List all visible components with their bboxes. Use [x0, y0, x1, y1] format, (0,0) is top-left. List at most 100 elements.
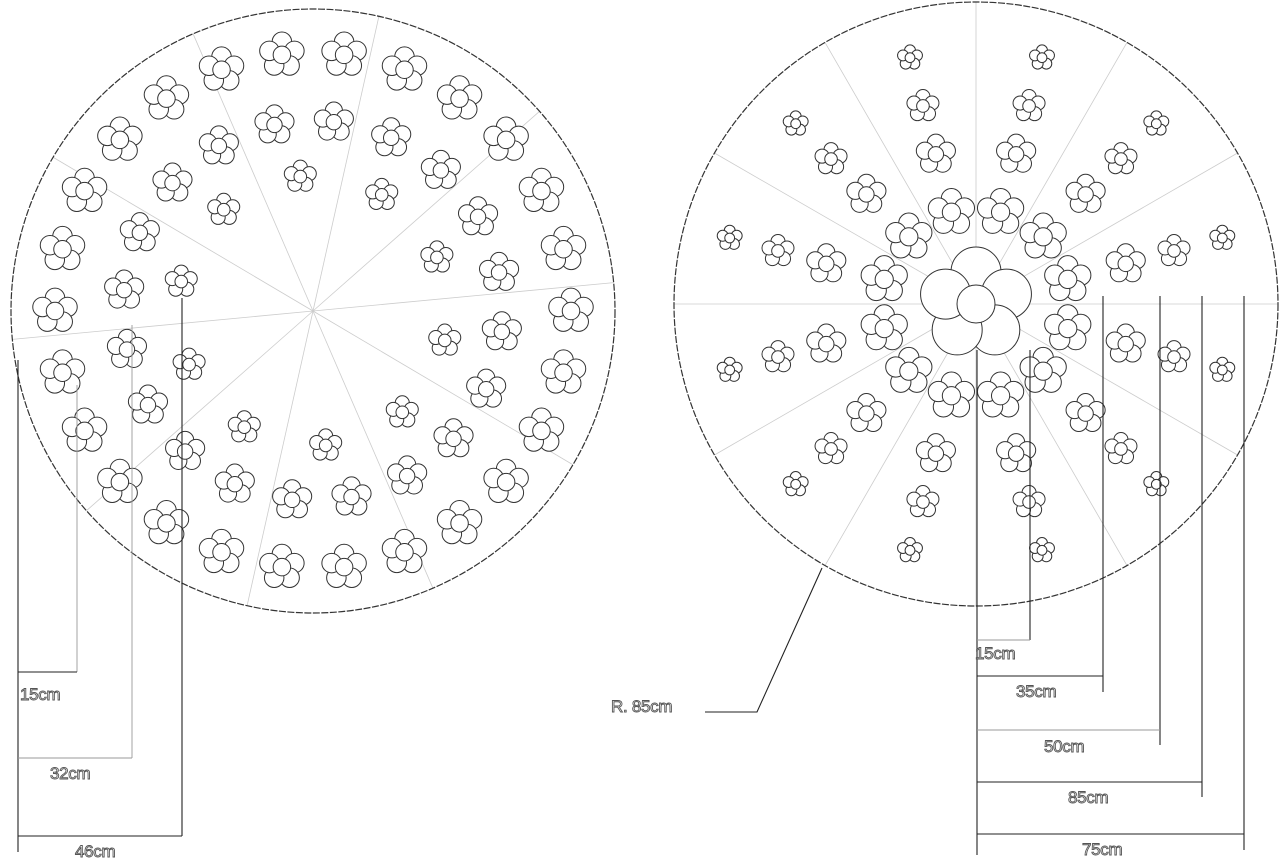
flower-cluster — [164, 264, 198, 297]
flower-cluster — [331, 476, 372, 516]
right-dimension-lines — [705, 296, 1245, 855]
flower-cluster — [1012, 485, 1046, 518]
left-dim-15cm: 15cm — [20, 685, 61, 704]
right-dim-35cm: 35cm — [1016, 682, 1057, 701]
flower-cluster — [1105, 243, 1146, 283]
left-radial-guides — [12, 16, 614, 606]
flower-cluster — [915, 433, 956, 473]
flower-cluster — [198, 46, 245, 91]
flower-cluster — [1209, 356, 1236, 382]
flower-cluster — [806, 243, 847, 283]
flower-cluster — [143, 75, 190, 120]
flower-cluster — [172, 347, 206, 380]
flower-cluster — [39, 349, 86, 394]
flower-cluster — [371, 117, 412, 157]
left-dim-32cm: 32cm — [50, 764, 91, 783]
flower-cluster — [906, 89, 940, 122]
flower-cluster — [976, 371, 1025, 418]
flower-cluster — [420, 240, 454, 273]
flower-cluster — [860, 304, 908, 351]
flower-cluster — [806, 323, 847, 363]
flower-cluster — [272, 479, 313, 519]
flower-cluster — [1143, 110, 1170, 136]
flower-cluster — [906, 485, 940, 518]
flower-cluster — [996, 133, 1037, 173]
right-plan-outline — [673, 1, 1279, 607]
flower-cluster — [1019, 346, 1067, 393]
flower-cluster — [1019, 212, 1067, 259]
flower-cluster — [198, 528, 245, 574]
flower-cluster — [436, 75, 483, 120]
flower-cluster — [478, 251, 520, 291]
flower-cluster — [365, 177, 399, 210]
flower-cluster — [1143, 471, 1170, 497]
left-dimension-lines — [17, 298, 183, 852]
flower-cluster — [814, 431, 848, 465]
flower-cluster — [381, 528, 428, 574]
flower-cluster — [39, 225, 86, 271]
flower-cluster — [927, 371, 976, 418]
flower-cluster — [483, 116, 529, 161]
flower-cluster — [1065, 392, 1106, 433]
flower-cluster — [283, 159, 317, 192]
flower-cluster — [254, 104, 295, 144]
flower-cluster — [846, 392, 887, 433]
flower-cluster — [1104, 431, 1138, 465]
flower-cluster — [1044, 304, 1092, 351]
left-plan-outline — [10, 8, 616, 614]
right-dim-85cm: 85cm — [1068, 788, 1109, 807]
flower-cluster — [1157, 233, 1191, 267]
flower-cluster — [548, 287, 594, 332]
flower-cluster — [321, 31, 367, 76]
flower-cluster — [761, 233, 795, 267]
flower-cluster — [1012, 89, 1046, 122]
flower-cluster — [436, 499, 483, 545]
flower-cluster — [996, 433, 1037, 473]
right-dim-75cm: 75cm — [1082, 840, 1123, 859]
flower-cluster — [227, 410, 261, 443]
flower-cluster — [387, 455, 428, 495]
flower-cluster — [313, 101, 354, 141]
flower-cluster — [481, 311, 522, 351]
flower-cluster — [897, 537, 923, 563]
flower-cluster — [860, 255, 908, 302]
flower-cluster — [32, 287, 78, 332]
flower-cluster — [782, 471, 809, 497]
flower-cluster — [309, 428, 343, 461]
flower-cluster — [104, 269, 145, 309]
flower-cluster — [119, 212, 160, 252]
flower-cluster — [97, 458, 143, 503]
flower-cluster — [321, 543, 367, 588]
flower-cluster — [1157, 340, 1191, 373]
left-dim-46cm: 46cm — [75, 842, 116, 861]
flower-cluster — [540, 349, 587, 394]
flower-cluster — [1044, 255, 1092, 302]
flower-cluster — [885, 346, 933, 393]
flower-cluster — [927, 187, 976, 234]
flower-cluster — [716, 356, 743, 382]
flower-cluster — [814, 142, 848, 175]
flower-cluster — [198, 125, 239, 165]
flower-cluster — [381, 46, 428, 91]
flower-cluster — [457, 196, 499, 236]
flower-cluster — [207, 192, 241, 225]
flower-cluster — [214, 463, 255, 503]
radius-leader — [705, 567, 823, 713]
flower-cluster — [152, 162, 193, 202]
flower-cluster — [466, 368, 507, 408]
flower-cluster — [1065, 173, 1106, 213]
flower-cluster — [143, 499, 190, 545]
flower-cluster — [1104, 142, 1138, 175]
flower-cluster — [518, 407, 565, 452]
flower-cluster — [259, 31, 305, 76]
flower-cluster — [540, 225, 587, 271]
flower-cluster — [885, 212, 933, 259]
flower-cluster — [483, 458, 529, 503]
flower-cluster — [782, 110, 809, 136]
flower-cluster — [1105, 323, 1146, 363]
flower-cluster — [1209, 224, 1236, 250]
flower-cluster — [897, 44, 923, 70]
flower-cluster — [846, 173, 887, 213]
right-dim-15cm: 15cm — [975, 644, 1016, 663]
